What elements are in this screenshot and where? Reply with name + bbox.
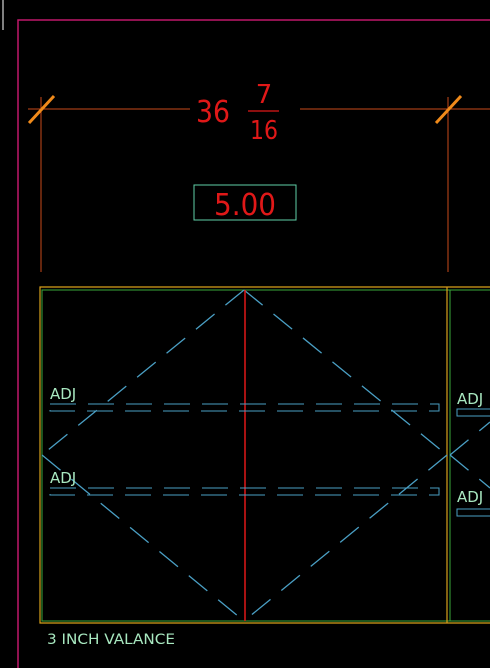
adj-label-right-bottom: ADJ — [457, 488, 483, 506]
adj-label-right-top: ADJ — [457, 390, 483, 408]
right-panel-dashed — [449, 421, 490, 489]
tag-box — [193, 184, 297, 221]
dimension-whole: 36 — [196, 95, 230, 130]
adj-label-left-top: ADJ — [50, 385, 76, 403]
adj-label-left-bottom: ADJ — [50, 469, 76, 487]
sheet-border — [17, 19, 490, 668]
adj-shelf-right-bottom — [456, 508, 490, 517]
dimension-tick-left — [27, 94, 56, 125]
dashed-diamond — [41, 289, 448, 622]
frame-inner — [41, 289, 490, 622]
valance-label: 3 INCH VALANCE — [47, 632, 175, 648]
adj-shelf-top — [49, 403, 440, 412]
tag-value: 5.00 — [214, 188, 276, 223]
adj-shelf-bottom — [49, 487, 440, 496]
frame-outer — [39, 286, 490, 624]
dimension-numerator: 7 — [256, 80, 273, 110]
dimension-denominator: 16 — [250, 116, 278, 146]
dimension-tick-right — [434, 94, 463, 125]
adj-shelf-right-top — [456, 408, 490, 417]
